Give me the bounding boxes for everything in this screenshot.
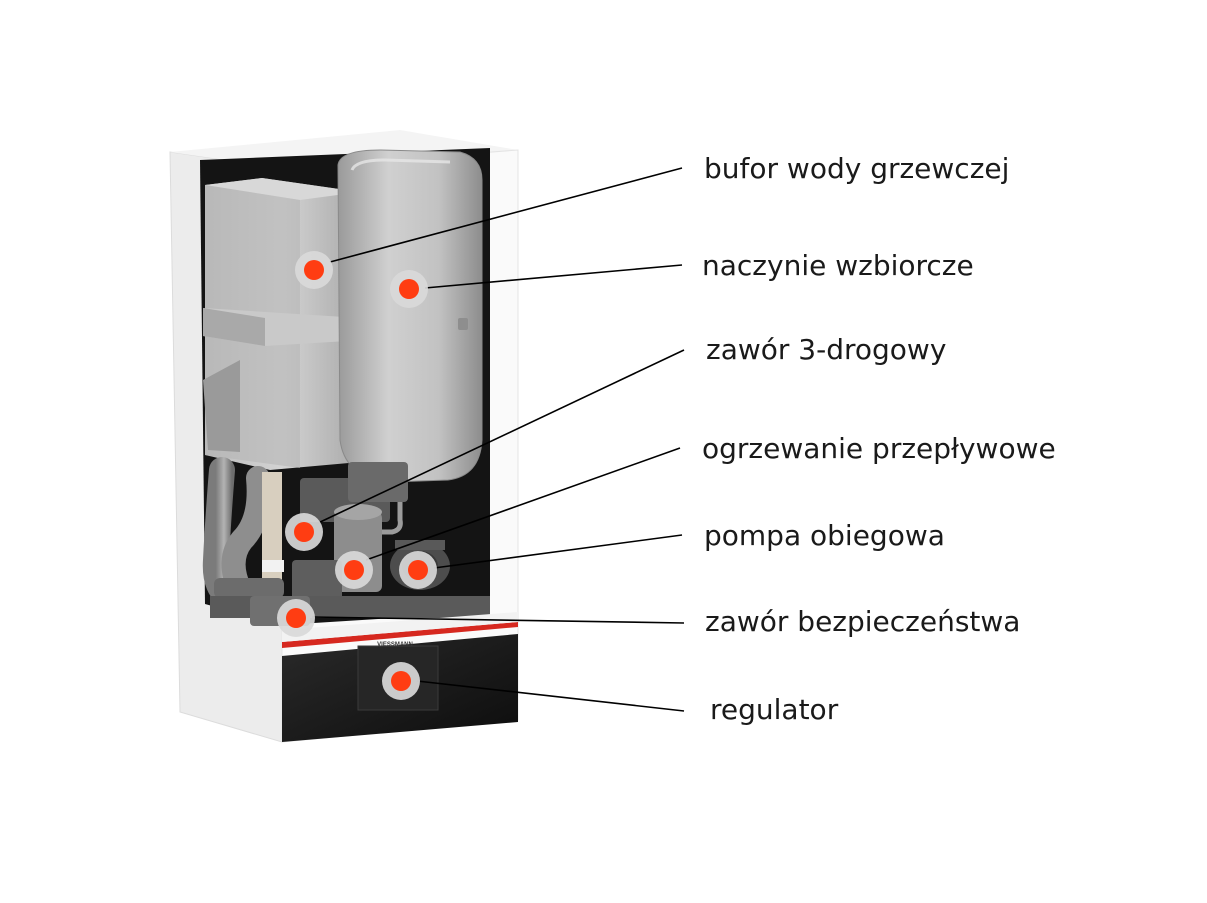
leader-line-bufor (329, 167, 683, 263)
callout-markers (277, 251, 437, 700)
leader-line-regulator (416, 680, 685, 712)
expansion-vessel (337, 149, 483, 535)
leader-line-bezpieczenstwo (311, 616, 685, 624)
callout-marker-zawor3 (285, 513, 323, 551)
leader-line-pompa (433, 534, 683, 569)
casing-accent-stripe (282, 622, 518, 648)
label-zawor-bezpieczenstwa: zawór bezpieczeństwa (705, 605, 1021, 638)
label-ogrzewanie-przeplywowe: ogrzewanie przepływowe (702, 432, 1056, 465)
leader-line-naczynie (424, 264, 683, 289)
leader-line-zawor3 (315, 349, 685, 525)
callout-marker-pompa (399, 551, 437, 589)
callout-marker-regulator (382, 662, 420, 700)
buffer-tank (203, 178, 364, 470)
label-zawor-3-drogowy: zawór 3-drogowy (706, 333, 947, 366)
leader-lines (311, 167, 685, 712)
callout-marker-naczynie (390, 270, 428, 308)
leader-line-ogrzewanie (365, 447, 681, 561)
label-regulator: regulator (710, 693, 839, 726)
label-bufor-wody-grzewczej: bufor wody grzewczej (704, 152, 1010, 185)
callout-marker-bezpieczenstwo (277, 599, 315, 637)
callout-marker-bufor (295, 251, 333, 289)
label-naczynie-wzbiorcze: naczynie wzbiorcze (702, 249, 974, 282)
brand-logo: VIESSMANN (377, 642, 413, 648)
callout-marker-ogrzewanie (335, 551, 373, 589)
label-pompa-obiegowa: pompa obiegowa (704, 519, 945, 552)
